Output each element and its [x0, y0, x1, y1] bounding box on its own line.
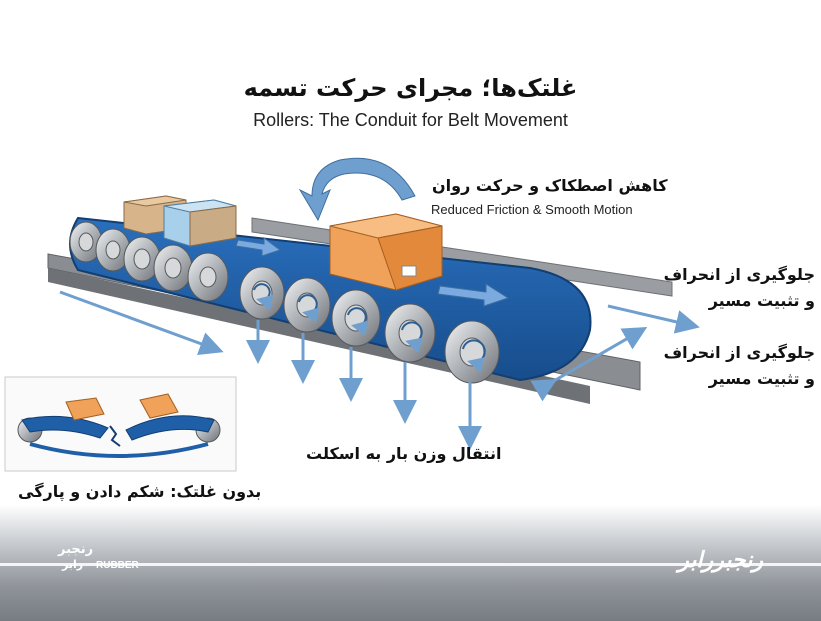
roller	[444, 320, 500, 384]
roller	[384, 303, 436, 363]
brand-watermark: رنجبررابر	[678, 548, 763, 573]
box-blue	[163, 199, 237, 247]
box-orange	[329, 213, 443, 291]
roller	[123, 236, 161, 282]
roller	[95, 228, 131, 272]
logo-text-en: RUBBER	[96, 560, 139, 571]
roller	[153, 244, 193, 292]
roller	[187, 252, 229, 302]
callout-alignment-1-line2: و تثبیت مسیر	[708, 291, 815, 310]
logo-text-line2: رابر	[62, 558, 84, 571]
roller	[331, 289, 381, 347]
inset-caption: بدون غلتک: شکم دادن و پارگی	[18, 482, 262, 501]
callout-alignment-1-line1: جلوگیری از انحراف	[663, 265, 815, 284]
roller	[283, 277, 331, 333]
rotation-arrow-icon	[298, 157, 416, 222]
logo-text-line1: رنجبر	[58, 542, 94, 557]
callout-friction-fa: کاهش اصطکاک و حرکت روان	[432, 176, 668, 195]
flow-arrow-icon	[235, 237, 510, 307]
roller-rotation-icon	[253, 283, 486, 373]
callout-alignment-2-line1: جلوگیری از انحراف	[663, 343, 815, 362]
roller	[69, 221, 103, 263]
down-arrow-icon	[246, 320, 482, 450]
double-arrow-icon	[530, 326, 648, 402]
footer-divider	[0, 563, 821, 566]
flow-arrow-icon	[59, 290, 700, 356]
page-title: غلتک‌ها؛ مجرای حرکت تسمه	[243, 74, 578, 102]
callout-load-transfer: انتقال وزن بار به اسکلت	[306, 444, 502, 463]
inset-illustration	[4, 376, 237, 472]
callout-alignment-2-line2: و تثبیت مسیر	[708, 369, 815, 388]
page-subtitle: Rollers: The Conduit for Belt Movement	[253, 110, 568, 130]
roller	[239, 266, 285, 320]
callout-friction-en: Reduced Friction & Smooth Motion	[431, 202, 633, 217]
